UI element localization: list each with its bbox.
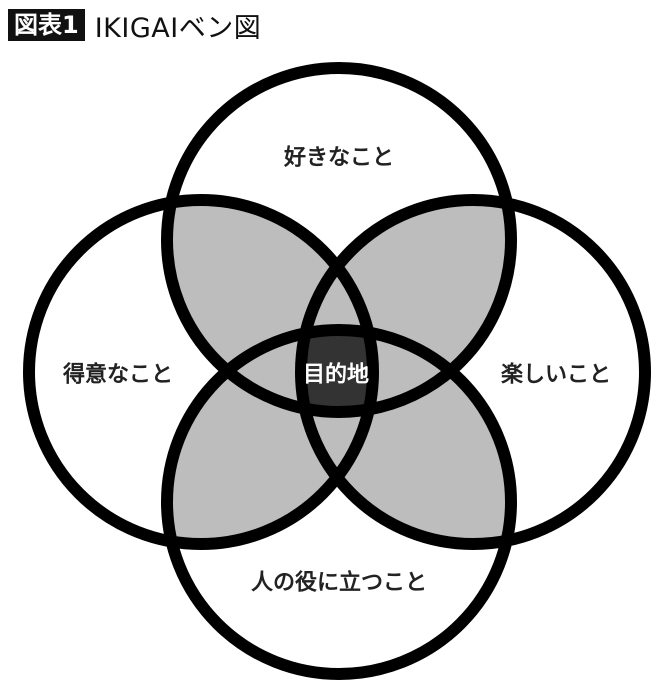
label-likes: 好きなこと: [283, 145, 394, 171]
circle-likes: [161, 62, 517, 418]
circle-enjoy: [295, 194, 651, 550]
label-enjoy: 楽しいこと: [501, 362, 611, 388]
circle-helpful: [161, 324, 517, 680]
label-destination: 目的地: [303, 362, 369, 388]
figure-badge: 図表1: [8, 9, 85, 41]
label-good-at: 得意なこと: [62, 362, 173, 388]
label-helpful: 人の役に立つこと: [251, 570, 427, 596]
circle-good-at: [23, 194, 379, 550]
figure-title-text: IKIGAIベン図: [94, 12, 262, 44]
figure-title: 図表1 IKIGAIベン図: [8, 8, 262, 44]
